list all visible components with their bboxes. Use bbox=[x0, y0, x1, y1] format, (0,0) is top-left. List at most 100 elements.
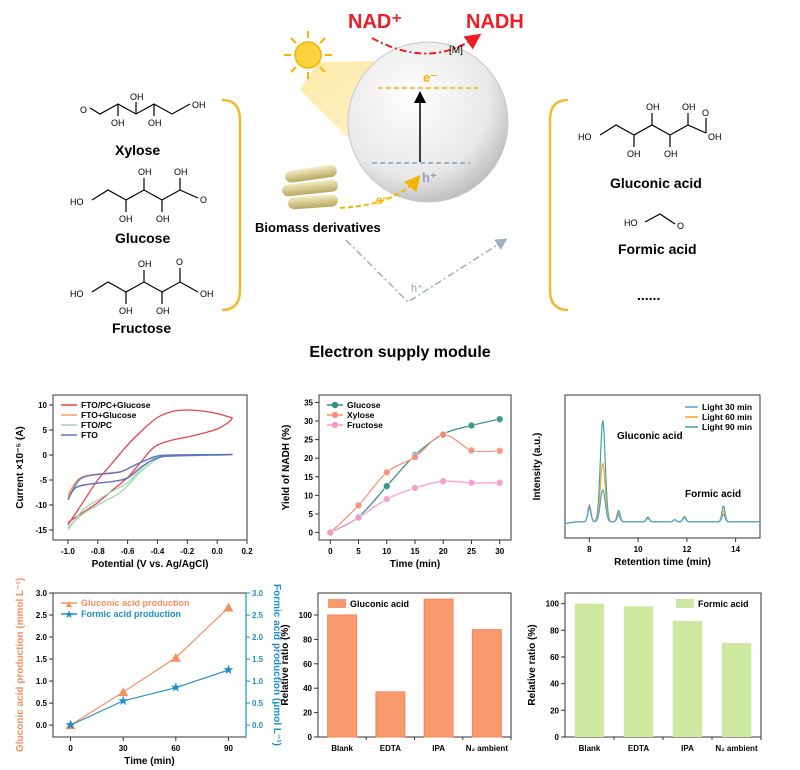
plot-frame bbox=[52, 394, 248, 541]
atom-label: O bbox=[702, 108, 709, 118]
y-tick-label: 3.0 bbox=[36, 589, 48, 598]
atom-label: O bbox=[80, 105, 87, 115]
bar bbox=[327, 614, 358, 738]
right-y-tick-label: 3.0 bbox=[252, 589, 264, 598]
electron-label: e⁻ bbox=[423, 70, 437, 85]
data-point bbox=[467, 446, 476, 455]
atom-label: O bbox=[677, 221, 684, 231]
right-y-tick-label: 1.0 bbox=[252, 677, 264, 686]
legend-label: Xylose bbox=[347, 410, 375, 420]
y-tick-label: -5 bbox=[40, 476, 48, 485]
legend-label: Formic acid production bbox=[81, 609, 181, 619]
x-tick-label: Blank bbox=[331, 744, 353, 753]
data-point bbox=[223, 602, 234, 612]
right-y-axis-label: Formic acid production (μmol L⁻¹) bbox=[271, 584, 282, 746]
data-point bbox=[170, 652, 181, 662]
fructose-structure bbox=[91, 268, 199, 304]
electron-transfer-arrow bbox=[339, 174, 421, 209]
legend-swatch bbox=[676, 599, 694, 608]
data-point bbox=[354, 501, 363, 510]
right-bracket bbox=[548, 98, 569, 312]
legend-swatch bbox=[328, 599, 346, 608]
x-tick-label: EDTA bbox=[380, 744, 401, 753]
electron-supply-scheme: e⁻ h⁺ NAD⁺ NADH [M] Biomass derivatives … bbox=[70, 11, 722, 361]
atom-label: O bbox=[176, 257, 183, 267]
data-point bbox=[495, 415, 504, 423]
legend-label: Light 90 min bbox=[702, 422, 752, 432]
y-tick-label: 10 bbox=[38, 401, 47, 410]
legend-label: FTO bbox=[81, 430, 98, 440]
bar bbox=[423, 598, 454, 738]
y-tick-label: 0 bbox=[309, 529, 314, 538]
atom-label: OH bbox=[138, 167, 152, 177]
nadh-label: NADH bbox=[466, 11, 524, 33]
y-tick-label: 20 bbox=[303, 709, 312, 718]
xylose-label: Xylose bbox=[115, 142, 160, 158]
y-tick-label: 15 bbox=[304, 473, 313, 482]
x-tick-label: 12 bbox=[682, 545, 691, 554]
glucose-label: Glucose bbox=[115, 230, 170, 246]
data-point bbox=[382, 495, 391, 503]
atom-label: O bbox=[200, 195, 207, 205]
y-axis-label: Current ×10⁻⁵ (A) bbox=[15, 426, 26, 509]
y-tick-label: 25 bbox=[304, 436, 313, 445]
x-tick-label: -0.4 bbox=[151, 547, 165, 556]
x-tick-label: 20 bbox=[439, 547, 448, 556]
legend-label: Glucose bbox=[347, 400, 381, 410]
bar bbox=[471, 629, 502, 738]
y-tick-label: 40 bbox=[550, 680, 559, 689]
y-tick-label: -15 bbox=[35, 526, 47, 535]
y-tick-label: 10 bbox=[304, 491, 313, 500]
legend-label: FTO+Glucose bbox=[81, 410, 137, 420]
series-line bbox=[564, 488, 760, 525]
legend-marker bbox=[331, 411, 339, 419]
legend-label: Light 30 min bbox=[702, 402, 752, 412]
atom-label: OH bbox=[156, 306, 170, 316]
data-point bbox=[411, 453, 419, 461]
annotation-formic: Formic acid bbox=[685, 489, 741, 500]
series-line bbox=[67, 453, 233, 501]
atom-label: OH bbox=[708, 132, 722, 142]
bar bbox=[721, 643, 752, 737]
x-tick-label: Blank bbox=[579, 744, 601, 753]
y-tick-label: 35 bbox=[304, 398, 313, 407]
series-line bbox=[67, 454, 233, 531]
data-point bbox=[118, 687, 129, 697]
atom-label: OH bbox=[119, 306, 133, 316]
y-tick-label: 60 bbox=[303, 660, 312, 669]
biomass-label: Biomass derivatives bbox=[255, 220, 381, 235]
legend-marker bbox=[331, 421, 339, 429]
x-axis-label: Time (min) bbox=[124, 756, 174, 767]
right-y-tick-label: 2.0 bbox=[252, 633, 264, 642]
right-y-tick-label: 1.5 bbox=[252, 655, 264, 664]
gluconic-acid-label: Gluconic acid bbox=[610, 175, 702, 191]
atom-label: OH bbox=[130, 92, 144, 102]
legend-label: Light 60 min bbox=[702, 412, 752, 422]
y-tick-label: 80 bbox=[550, 626, 559, 635]
data-point bbox=[382, 468, 391, 477]
y-tick-label: 20 bbox=[550, 706, 559, 715]
x-tick-label: 25 bbox=[467, 547, 476, 556]
atom-label: OH bbox=[156, 214, 170, 224]
data-point bbox=[326, 528, 335, 537]
legend-marker: ★ bbox=[64, 609, 74, 621]
gluconic-acid-structure bbox=[599, 113, 707, 147]
x-tick-label: 10 bbox=[382, 547, 391, 556]
y-tick-label: 100 bbox=[546, 600, 560, 609]
data-point: ★ bbox=[117, 693, 129, 708]
x-tick-label: -0.6 bbox=[121, 547, 135, 556]
y-tick-label: 100 bbox=[299, 611, 313, 620]
y-tick-label: 30 bbox=[304, 417, 313, 426]
y-axis-label: Yield of NADH (%) bbox=[281, 425, 292, 511]
data-point: ★ bbox=[223, 662, 235, 677]
y-tick-label: 0 bbox=[555, 733, 560, 742]
hole-label: h⁺ bbox=[422, 170, 437, 185]
y-axis-label: Relative ratio (%) bbox=[527, 624, 538, 705]
legend-marker bbox=[331, 401, 339, 409]
data-point bbox=[354, 513, 363, 522]
